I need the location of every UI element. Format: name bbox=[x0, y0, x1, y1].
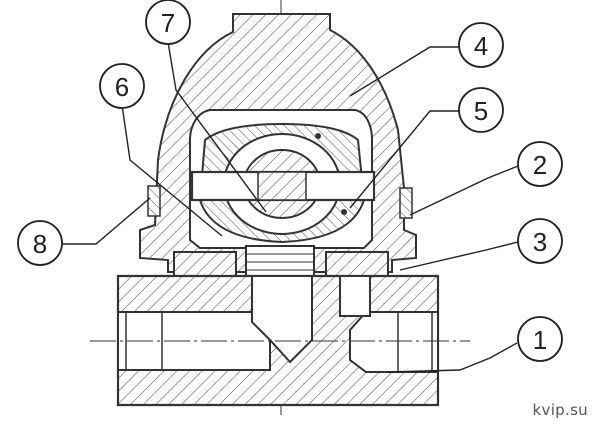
leader-8 bbox=[62, 197, 151, 245]
cap-left-lug bbox=[147, 185, 161, 217]
watermark: kvip.su bbox=[532, 401, 588, 419]
leader-1 bbox=[387, 342, 518, 373]
callout-2-label: 2 bbox=[533, 150, 547, 180]
inlet-thread bbox=[125, 311, 163, 371]
capsule-dot-2 bbox=[315, 133, 321, 139]
callout-8-label: 8 bbox=[33, 229, 47, 259]
leader-5 bbox=[349, 110, 459, 209]
leader-6 bbox=[121, 104, 223, 237]
outlet-thread bbox=[397, 311, 433, 373]
callout-5-label: 5 bbox=[474, 96, 488, 126]
seat-thread-lines bbox=[246, 253, 314, 271]
seat-left-block bbox=[173, 251, 237, 279]
callout-5: 5 bbox=[458, 87, 504, 133]
callout-3: 3 bbox=[517, 218, 563, 264]
callout-4: 4 bbox=[458, 22, 504, 68]
outlet-bore bbox=[349, 311, 439, 373]
callout-8: 8 bbox=[17, 220, 63, 266]
seat-thread-plug bbox=[245, 245, 315, 277]
clamp-bar-center bbox=[257, 171, 307, 201]
callout-6: 6 bbox=[99, 63, 145, 109]
cap-right-lug bbox=[399, 187, 413, 219]
callout-7-label: 7 bbox=[161, 8, 175, 38]
leader-lines bbox=[62, 41, 519, 373]
callout-1-label: 1 bbox=[533, 325, 547, 355]
outlet-channel bbox=[339, 275, 371, 317]
leader-4 bbox=[349, 46, 459, 97]
callout-4-label: 4 bbox=[474, 31, 488, 61]
leader-7 bbox=[167, 41, 267, 213]
callout-2: 2 bbox=[517, 141, 563, 187]
seat-right-block bbox=[325, 251, 389, 279]
callout-1: 1 bbox=[517, 316, 563, 362]
leader-3 bbox=[399, 241, 519, 271]
callout-6-label: 6 bbox=[115, 72, 129, 102]
leader-2 bbox=[409, 165, 519, 216]
callout-7: 7 bbox=[145, 0, 191, 45]
callout-3-label: 3 bbox=[533, 227, 547, 257]
capsule-dot-1 bbox=[341, 209, 347, 215]
